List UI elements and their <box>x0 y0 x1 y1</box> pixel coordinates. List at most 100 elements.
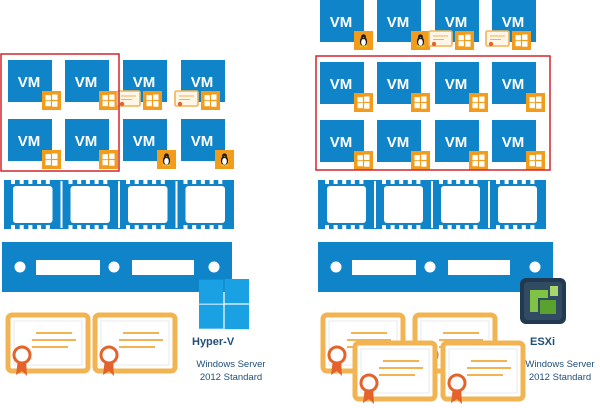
hyperv-license-line2: 2012 Standard <box>199 372 263 383</box>
vm-tile: VM <box>65 60 118 110</box>
vm-label: VM <box>387 14 410 31</box>
power-led <box>108 261 120 273</box>
vm-label: VM <box>133 74 156 91</box>
server-host <box>318 242 553 292</box>
esxi-title: ESXi <box>530 336 556 348</box>
os-badge <box>201 91 220 110</box>
highlight-box <box>315 55 551 171</box>
windows-icon <box>472 96 485 109</box>
seal-icon <box>447 373 467 393</box>
license-card-icon <box>485 30 510 47</box>
license-card-icon <box>174 90 199 107</box>
windows-icon <box>45 153 58 166</box>
vm-tile: VM <box>320 62 373 112</box>
drive-bay <box>36 260 100 275</box>
cpu-socket <box>128 186 168 223</box>
power-led <box>14 261 26 273</box>
os-badge <box>99 91 118 110</box>
power-led <box>208 261 220 273</box>
windows-logo-icon <box>199 279 249 330</box>
vm-label: VM <box>502 76 525 93</box>
os-badge <box>143 91 162 110</box>
vm-tile: VM <box>377 0 430 50</box>
vm-label: VM <box>75 133 98 150</box>
windows-icon <box>472 154 485 167</box>
vm-tile: VM <box>174 60 225 110</box>
os-badge <box>526 151 545 170</box>
windows-icon <box>414 154 427 167</box>
vm-label: VM <box>330 76 353 93</box>
os-badge <box>469 93 488 112</box>
vm-tile: VM <box>116 60 167 110</box>
windows-icon <box>146 94 159 107</box>
vm-tile: VM <box>485 0 536 50</box>
os-badge <box>469 151 488 170</box>
vm-label: VM <box>502 134 525 151</box>
seal-icon <box>12 345 32 365</box>
linux-icon <box>416 34 425 48</box>
vm-tile: VM <box>320 0 373 50</box>
vm-label: VM <box>445 134 468 151</box>
vm-label: VM <box>330 134 353 151</box>
vm-tile: VM <box>181 119 234 169</box>
cpu-socket <box>185 186 225 223</box>
linux-icon <box>220 153 229 167</box>
license-certificate <box>440 340 526 404</box>
vm-label: VM <box>445 76 468 93</box>
vm-tile: VM <box>320 120 373 170</box>
esxi-license-line1: Windows Server <box>525 359 595 370</box>
vm-tile: VM <box>123 119 176 169</box>
vm-tile: VM <box>428 0 479 50</box>
windows-icon <box>357 96 370 109</box>
cpu-socket-row <box>318 180 546 229</box>
cpu-socket <box>327 186 366 223</box>
drive-bay <box>448 260 510 275</box>
drive-bay <box>132 260 194 275</box>
license-card-icon <box>116 90 141 107</box>
windows-icon <box>529 154 542 167</box>
vm-label: VM <box>18 74 41 91</box>
windows-icon <box>529 96 542 109</box>
vm-tile: VM <box>435 62 488 112</box>
seal-icon <box>327 345 347 365</box>
vm-label: VM <box>387 76 410 93</box>
vm-tile: VM <box>492 62 545 112</box>
vm-label: VM <box>387 134 410 151</box>
drive-bay <box>352 260 416 275</box>
os-badge <box>512 31 531 50</box>
highlight-box <box>0 53 120 172</box>
vm-tile: VM <box>65 119 118 169</box>
vmware-esxi-icon <box>520 278 566 324</box>
vm-tile: VM <box>377 120 430 170</box>
vm-label: VM <box>191 74 214 91</box>
windows-icon <box>458 34 471 47</box>
power-led <box>424 261 436 273</box>
server-host <box>2 242 232 292</box>
seal-icon <box>359 373 379 393</box>
hyperv-caption: Hyper-V Windows Server 2012 Standard <box>186 336 276 384</box>
license-card-icon <box>428 30 453 47</box>
vm-label: VM <box>18 133 41 150</box>
esxi-caption: ESXi Windows Server 2012 Standard <box>520 336 600 384</box>
windows-icon <box>102 153 115 166</box>
vm-label: VM <box>75 74 98 91</box>
windows-icon <box>414 96 427 109</box>
vm-label: VM <box>502 14 525 31</box>
power-led <box>330 261 342 273</box>
esxi-license-line2: 2012 Standard <box>528 372 592 383</box>
hyperv-license-line1: Windows Server <box>196 359 266 370</box>
power-led <box>529 261 541 273</box>
os-badge <box>42 150 61 169</box>
cpu-socket <box>70 186 110 223</box>
license-certificate <box>5 312 91 376</box>
os-badge <box>354 151 373 170</box>
os-badge <box>99 150 118 169</box>
vm-tile: VM <box>8 119 61 169</box>
windows-icon <box>357 154 370 167</box>
seal-icon <box>99 345 119 365</box>
license-certificate <box>352 340 438 404</box>
vm-tile: VM <box>377 62 430 112</box>
vm-tile: VM <box>8 60 61 110</box>
linux-icon <box>359 34 368 48</box>
